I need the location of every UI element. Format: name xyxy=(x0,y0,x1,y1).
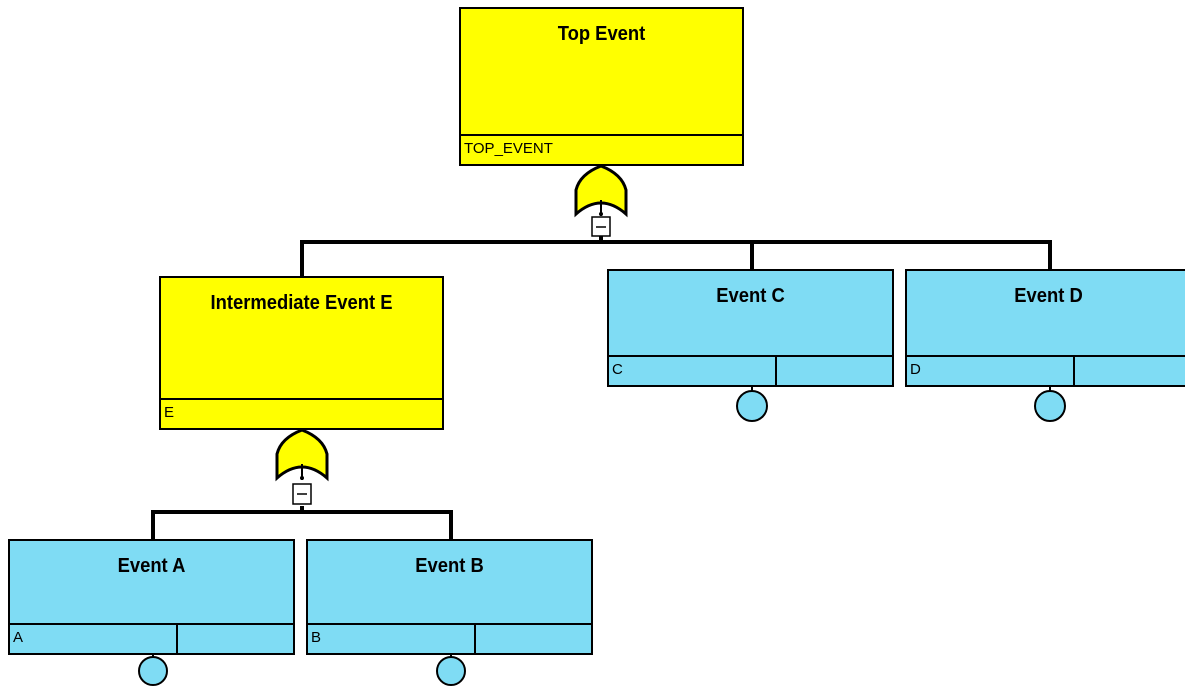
event-b-id: B xyxy=(308,625,476,653)
event-b-id-row: B xyxy=(308,623,591,653)
event-c-id-row: C xyxy=(609,355,892,385)
event-a-value-cell xyxy=(178,625,293,653)
top-event-title: Top Event xyxy=(557,23,646,45)
top-connector-lines xyxy=(300,236,1052,276)
event-c-title: Event C xyxy=(716,285,785,307)
basic-event-circle-icon xyxy=(138,654,168,686)
or-gate-icon xyxy=(574,164,628,218)
top-event-id: TOP_EVENT xyxy=(464,140,553,157)
basic-event-circle-icon xyxy=(1034,387,1066,422)
collapse-toggle-icon[interactable] xyxy=(591,216,611,237)
intermediate-event-title: Intermediate Event E xyxy=(210,292,393,314)
top-event-box[interactable]: Top Event TOP_EVENT xyxy=(459,7,744,166)
intermediate-event-box[interactable]: Intermediate Event E E xyxy=(159,276,444,430)
event-a-box[interactable]: Event A A xyxy=(8,539,295,655)
intermediate-connector-lines xyxy=(151,506,453,539)
intermediate-event-id-row: E xyxy=(161,398,442,428)
event-c-value-cell xyxy=(777,357,892,385)
or-gate-icon xyxy=(275,428,329,482)
event-b-title: Event B xyxy=(415,555,484,577)
basic-event-circle-icon xyxy=(436,654,466,686)
event-d-id-row: D xyxy=(907,355,1185,385)
event-a-id-row: A xyxy=(10,623,293,653)
event-a-id: A xyxy=(10,625,178,653)
event-d-id: D xyxy=(907,357,1075,385)
collapse-toggle-icon[interactable] xyxy=(292,483,312,505)
basic-event-circle-icon xyxy=(736,387,768,422)
event-b-box[interactable]: Event B B xyxy=(306,539,593,655)
event-b-value-cell xyxy=(476,625,591,653)
event-d-title: Event D xyxy=(1014,285,1083,307)
event-a-title: Event A xyxy=(117,555,186,577)
top-event-id-row: TOP_EVENT xyxy=(461,134,742,164)
event-c-id: C xyxy=(609,357,777,385)
intermediate-event-id: E xyxy=(164,404,175,421)
event-d-value-cell xyxy=(1075,357,1185,385)
event-c-box[interactable]: Event C C xyxy=(607,269,894,387)
event-d-box[interactable]: Event D D xyxy=(905,269,1185,387)
